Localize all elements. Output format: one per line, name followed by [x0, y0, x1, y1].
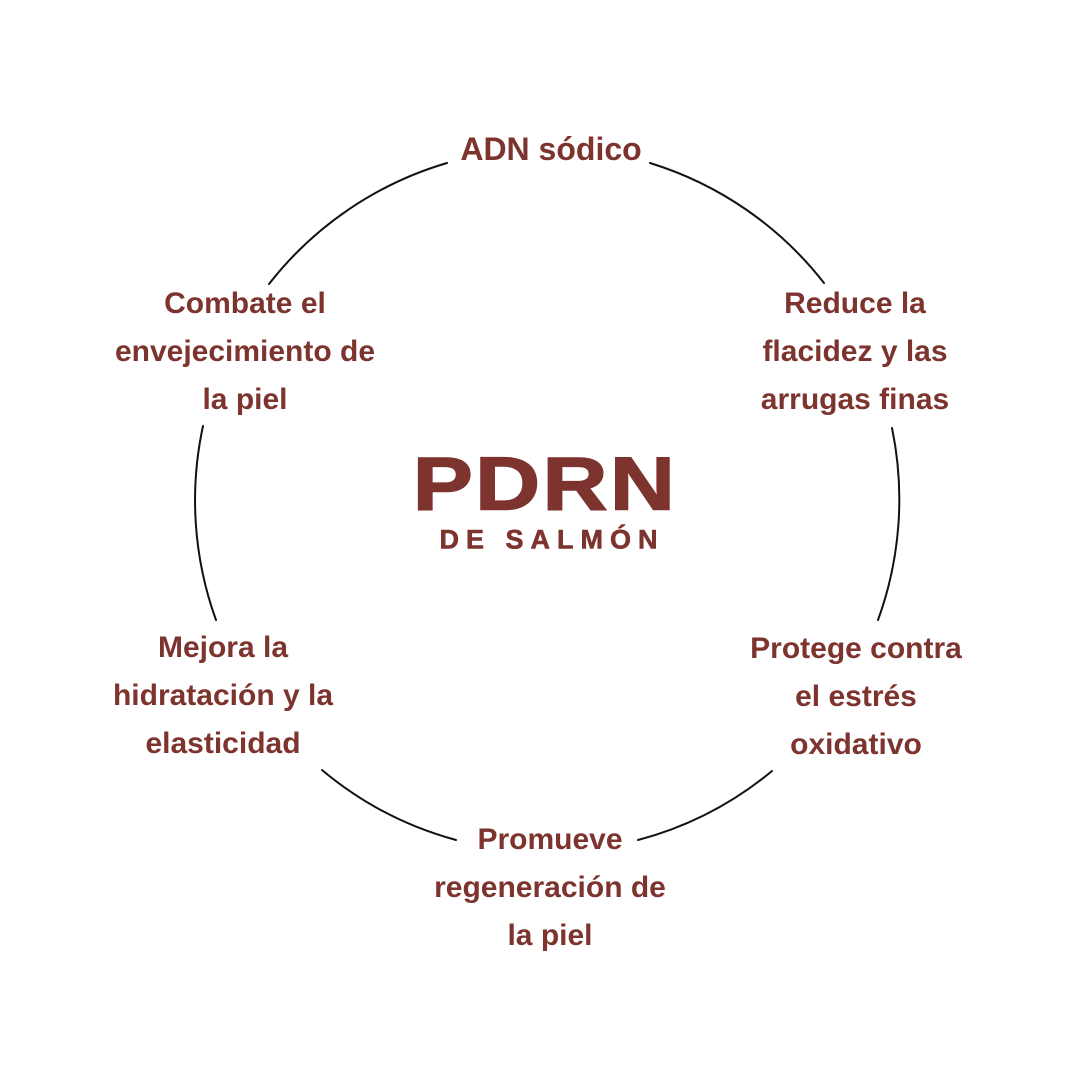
label-mejora-hidratacion: Mejora la hidratación y la elasticidad [113, 624, 333, 768]
label-line: Combate el [164, 287, 326, 320]
label-protege-estres: Protege contra el estrés oxidativo [750, 625, 962, 769]
label-line: Mejora la [157, 631, 289, 664]
circle-arc-bottom-right [637, 770, 773, 841]
label-combate-envejecimiento: Combate el envejecimiento de la piel [115, 280, 375, 424]
circle-arc-right [877, 427, 901, 621]
page-title: PDRN [412, 441, 678, 526]
label-line: Protege contra [750, 632, 962, 665]
label-line: el estrés [795, 680, 917, 713]
label-reduce-flacidez: Reduce la flacidez y las arrugas finas [761, 280, 949, 424]
label-line: Reduce la [784, 287, 926, 320]
label-line: arrugas finas [760, 383, 950, 416]
label-line: la piel [202, 383, 288, 416]
circle-arc-left [194, 425, 217, 621]
label-line: elasticidad [145, 727, 301, 760]
label-adn-sodico: ADN sódico [460, 129, 641, 169]
circle-arc-top-right [649, 162, 825, 284]
page-subtitle: DE SALMÓN [439, 524, 665, 555]
label-promueve-regeneracion: Promueve regeneración de la piel [434, 816, 666, 960]
circle-arc-top-left [268, 162, 448, 285]
label-line: flacidez y las [762, 335, 948, 368]
label-line: envejecimiento de [114, 335, 376, 368]
circle-arc-bottom-left [321, 769, 457, 841]
label-line: hidratación y la [112, 679, 334, 712]
label-line: regeneración de [434, 871, 666, 904]
label-line: ADN sódico [460, 131, 642, 167]
label-line: la piel [507, 919, 593, 952]
label-line: oxidativo [790, 728, 922, 761]
label-line: Promueve [477, 823, 623, 856]
